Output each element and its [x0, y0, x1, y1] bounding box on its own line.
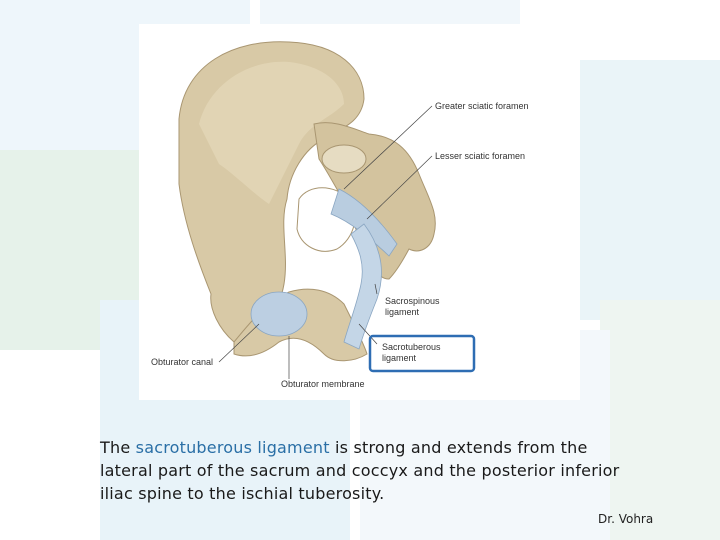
pelvis-illustration	[139, 24, 580, 400]
author-credit: Dr. Vohra	[598, 512, 654, 526]
caption-before: The	[100, 438, 136, 457]
label-sacrospinous-line1: Sacrospinous	[385, 296, 440, 306]
sacrospinous-ligament	[330, 188, 398, 257]
caption-text: The sacrotuberous ligament is strong and…	[100, 436, 620, 505]
label-obturator-membrane: Obturator membrane	[281, 379, 365, 389]
label-sacrospinous-ligament: Sacrospinous ligament	[385, 296, 440, 318]
label-sacrotuberous-line2: ligament	[382, 353, 417, 363]
label-lesser-sciatic-foramen: Lesser sciatic foramen	[435, 151, 526, 161]
label-sacrotuberous-line1: Sacrotuberous	[382, 342, 441, 352]
obturator-membrane	[250, 291, 308, 337]
pelvis-figure: Greater sciatic foramen Lesser sciatic f…	[139, 24, 580, 400]
sacrotuberous-ligament	[343, 223, 382, 350]
label-greater-sciatic-foramen: Greater sciatic foramen	[435, 101, 529, 111]
label-obturator-canal: Obturator canal	[151, 357, 214, 367]
sacrotuberous-highlight-box	[368, 334, 476, 373]
label-sacrotuberous-ligament: Sacrotuberous ligament	[382, 342, 441, 364]
label-sacrospinous-line2: ligament	[385, 307, 420, 317]
caption-highlight: sacrotuberous ligament	[135, 438, 330, 457]
caption-after: is strong and extends from the lateral p…	[100, 438, 620, 503]
